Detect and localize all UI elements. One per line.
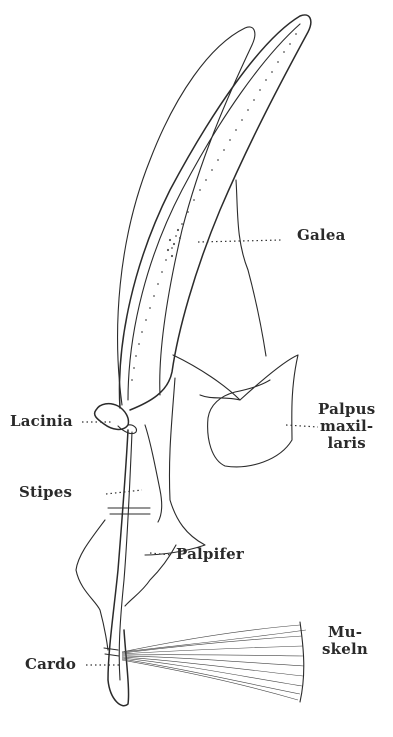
- muskeln-label-line-1: Mu-: [322, 624, 368, 641]
- palpus-leader: [286, 425, 318, 427]
- stipes-body-outline: [236, 180, 266, 356]
- palpus-label-line-2: maxil-: [318, 418, 375, 435]
- palpus-maxillaris-label: Palpus maxil- laris: [318, 401, 375, 452]
- galea-inner-midrib: [128, 24, 300, 400]
- lacinia-shape: [95, 404, 129, 430]
- palpus-outline: [173, 355, 298, 467]
- stipes-lower-outline: [145, 378, 205, 555]
- galea-stipple: [131, 33, 297, 381]
- muskeln-label: Mu- skeln: [322, 624, 368, 658]
- cardo-joint: [104, 648, 119, 656]
- palpifer-outline: [76, 520, 108, 650]
- muskeln-label-line-2: skeln: [322, 641, 368, 658]
- galea-label: Galea: [297, 227, 346, 244]
- cardo-label: Cardo: [25, 656, 76, 673]
- palpus-label-line-3: laris: [318, 435, 375, 452]
- stipes-label: Stipes: [19, 484, 72, 501]
- lacinia-label: Lacinia: [10, 413, 73, 430]
- muscle-fan: [122, 622, 306, 702]
- palpus-label-line-1: Palpus: [318, 401, 375, 418]
- galea-inner-blade: [119, 15, 310, 410]
- palpifer-label: Palpifer: [176, 546, 244, 563]
